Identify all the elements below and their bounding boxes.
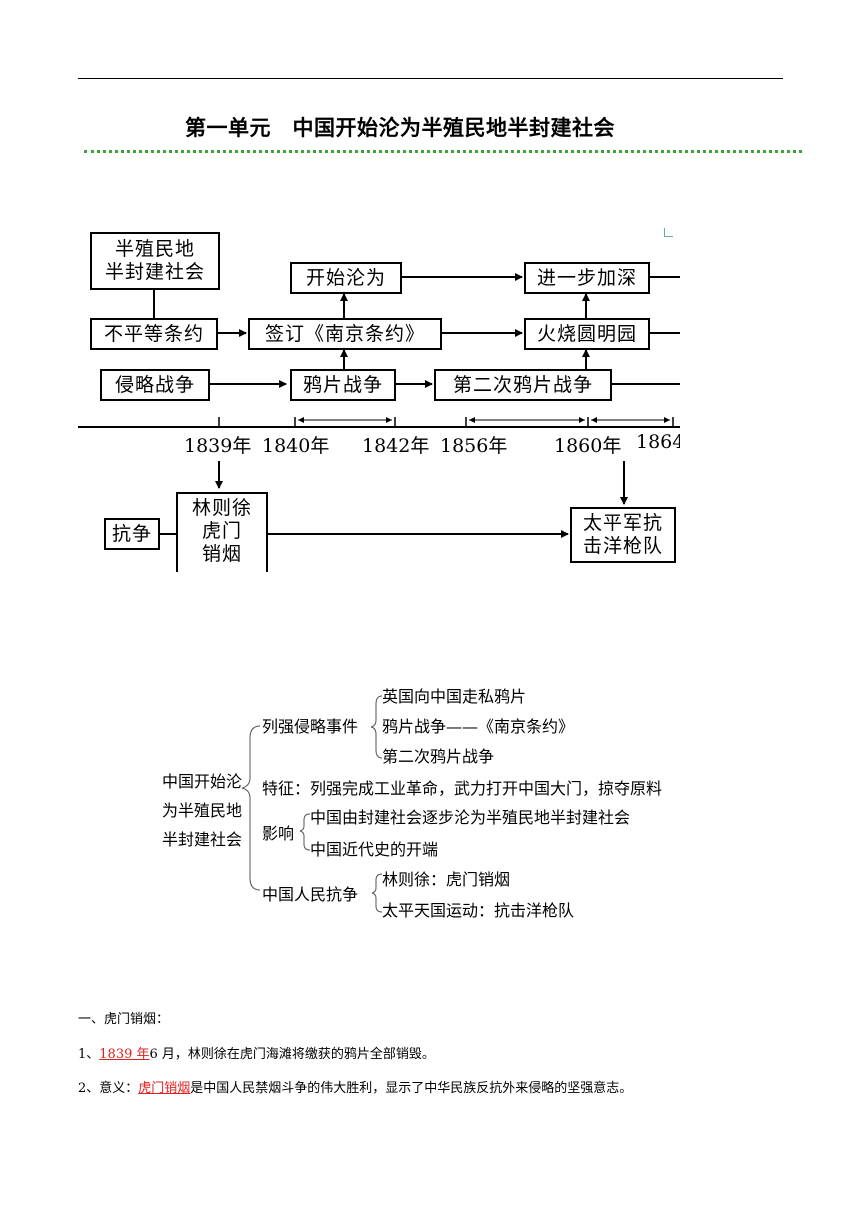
root-line1: 中国开始沦 [162,772,243,791]
box-second-opium-war-label: 第二次鸦片战争 [452,374,593,396]
branch-feature: 特征：列强完成工业革命，武力打开中国大门，掠夺原料 [262,779,663,798]
paragraph-2-highlight: 虎门销烟 [138,1081,191,1096]
box-burn-palace: 火烧圆明园 [524,318,650,350]
root-line3: 半封建社会 [162,830,243,849]
box-deepen-label: 进一步加深 [536,267,637,289]
timeline-diagram: 半殖民地 半封建社会 不平等条约 侵略战争 开始沦为 签订《南京条约》 鸦片战争… [78,224,680,572]
box-aggression-war: 侵略战争 [100,369,210,401]
invasion-item-1: 英国向中国走私鸦片 [382,687,527,706]
paragraph-1-prefix: 1、 [78,1047,100,1062]
year-1839: 1839年 [184,435,252,457]
year-1856: 1856年 [440,435,508,457]
box-begin-sink-label: 开始沦为 [305,267,386,289]
box-burn-palace-label: 火烧圆明园 [536,323,637,345]
timeline-connectors [78,273,680,538]
section-heading: 一、虎门销烟： [78,1012,170,1027]
box-struggle-label: 抗争 [111,523,152,545]
box-taiping-line1: 太平军抗 [582,512,663,534]
resistance-item-1: 林则徐：虎门销烟 [382,870,511,889]
box-lin-zexu-line2: 虎门 [201,520,242,542]
paragraph-1: 1、1839 年6 月，林则徐在虎门海滩将缴获的鸦片全部销毁。 [78,1043,435,1062]
paragraph-2-prefix: 2、意义： [78,1081,139,1096]
box-deepen: 进一步加深 [524,262,650,294]
resistance-item-2: 太平天国运动：抗击洋枪队 [382,901,575,920]
invasion-item-2: 鸦片战争——《南京条约》 [382,717,575,736]
box-aggression-war-label: 侵略战争 [114,374,195,396]
impact-item-1: 中国由封建社会逐步沦为半殖民地半封建社会 [310,808,631,827]
impact-item-2: 中国近代史的开端 [310,840,439,859]
box-struggle: 抗争 [104,518,160,550]
paragraph-1-highlight: 1839 年 [99,1047,150,1062]
paragraph-2: 2、意义：虎门销烟是中国人民禁烟斗争的伟大胜利，显示了中华民族反抗外来侵略的坚强… [78,1077,632,1096]
year-1864: 1864 [636,431,680,453]
box-semi-colonial: 半殖民地 半封建社会 [90,232,220,290]
box-second-opium-war: 第二次鸦片战争 [434,369,612,401]
title-dotted-divider [84,150,802,153]
box-opium-war-label: 鸦片战争 [302,374,383,396]
invasion-item-3: 第二次鸦片战争 [382,747,495,766]
year-1860: 1860年 [554,435,622,457]
year-1842: 1842年 [362,435,430,457]
box-nanjing-treaty: 签订《南京条约》 [248,318,442,350]
box-begin-sink: 开始沦为 [290,262,402,294]
root-line2: 为半殖民地 [162,801,243,820]
box-unequal-treaty-label: 不平等条约 [103,323,204,345]
box-taiping: 太平军抗 击洋枪队 [570,507,676,563]
box-semi-colonial-line2: 半封建社会 [104,261,205,283]
paragraph-1-rest: 6 月，林则徐在虎门海滩将缴获的鸦片全部销毁。 [149,1047,435,1062]
brace-diagram: 中国开始沦 为半殖民地 半封建社会 列强侵略事件 英国向中国走私鸦片 鸦片战争—… [150,678,710,930]
branch-invasion-label: 列强侵略事件 [262,717,359,736]
year-1840: 1840年 [262,435,330,457]
box-lin-zexu-line1: 林则徐 [191,497,252,519]
paragraph-2-rest: 是中国人民禁烟斗争的伟大胜利，显示了中华民族反抗外来侵略的坚强意志。 [190,1081,633,1096]
box-nanjing-treaty-label: 签订《南京条约》 [264,323,425,345]
box-taiping-line2: 击洋枪队 [582,535,663,557]
box-opium-war: 鸦片战争 [290,369,396,401]
box-lin-zexu-line3: 销烟 [201,543,242,565]
branch-resistance-label: 中国人民抗争 [262,885,359,904]
branch-impact-label: 影响 [262,824,295,843]
box-lin-zexu: 林则徐 虎门 销烟 [176,492,268,572]
header-rule [78,78,783,79]
corner-mark [664,228,673,237]
page-title: 第一单元 中国开始沦为半殖民地半封建社会 [185,116,615,140]
brace-lines [241,695,383,913]
box-semi-colonial-line1: 半殖民地 [114,238,195,260]
box-unequal-treaty: 不平等条约 [90,318,218,350]
